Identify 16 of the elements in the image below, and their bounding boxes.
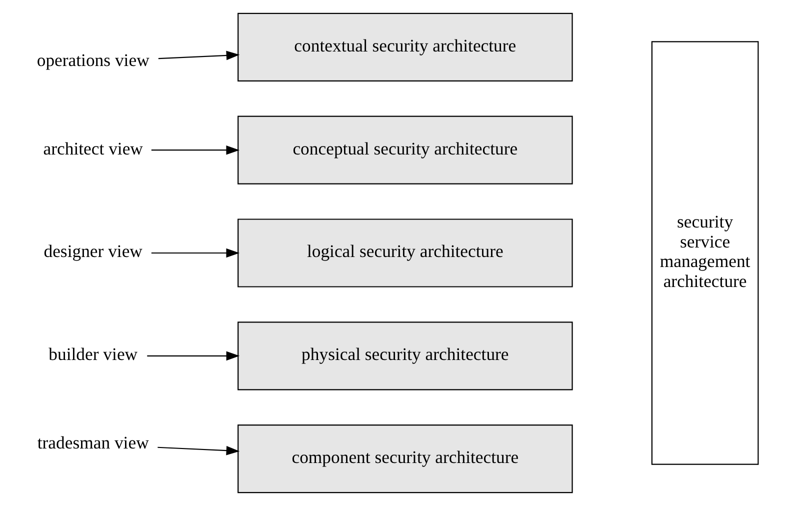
arrow: [146, 350, 240, 360]
node-box: logical security architecture: [237, 218, 572, 287]
node-text: builder view: [48, 344, 138, 364]
node-text: architect view: [42, 138, 142, 158]
node-box: contextual security architecture: [237, 12, 572, 81]
arrow: [150, 248, 239, 258]
node-text: tradesman view: [36, 432, 148, 452]
node-box: security service management architecture: [650, 40, 758, 464]
node-box: physical security architecture: [237, 321, 572, 390]
arrow: [150, 144, 239, 154]
arrow: [157, 445, 240, 455]
node-text: operations view: [36, 49, 149, 70]
node-box: component security architecture: [237, 424, 572, 493]
arrow: [158, 50, 240, 60]
node-text: designer view: [43, 240, 142, 261]
node-box: conceptual security architecture: [237, 115, 572, 184]
